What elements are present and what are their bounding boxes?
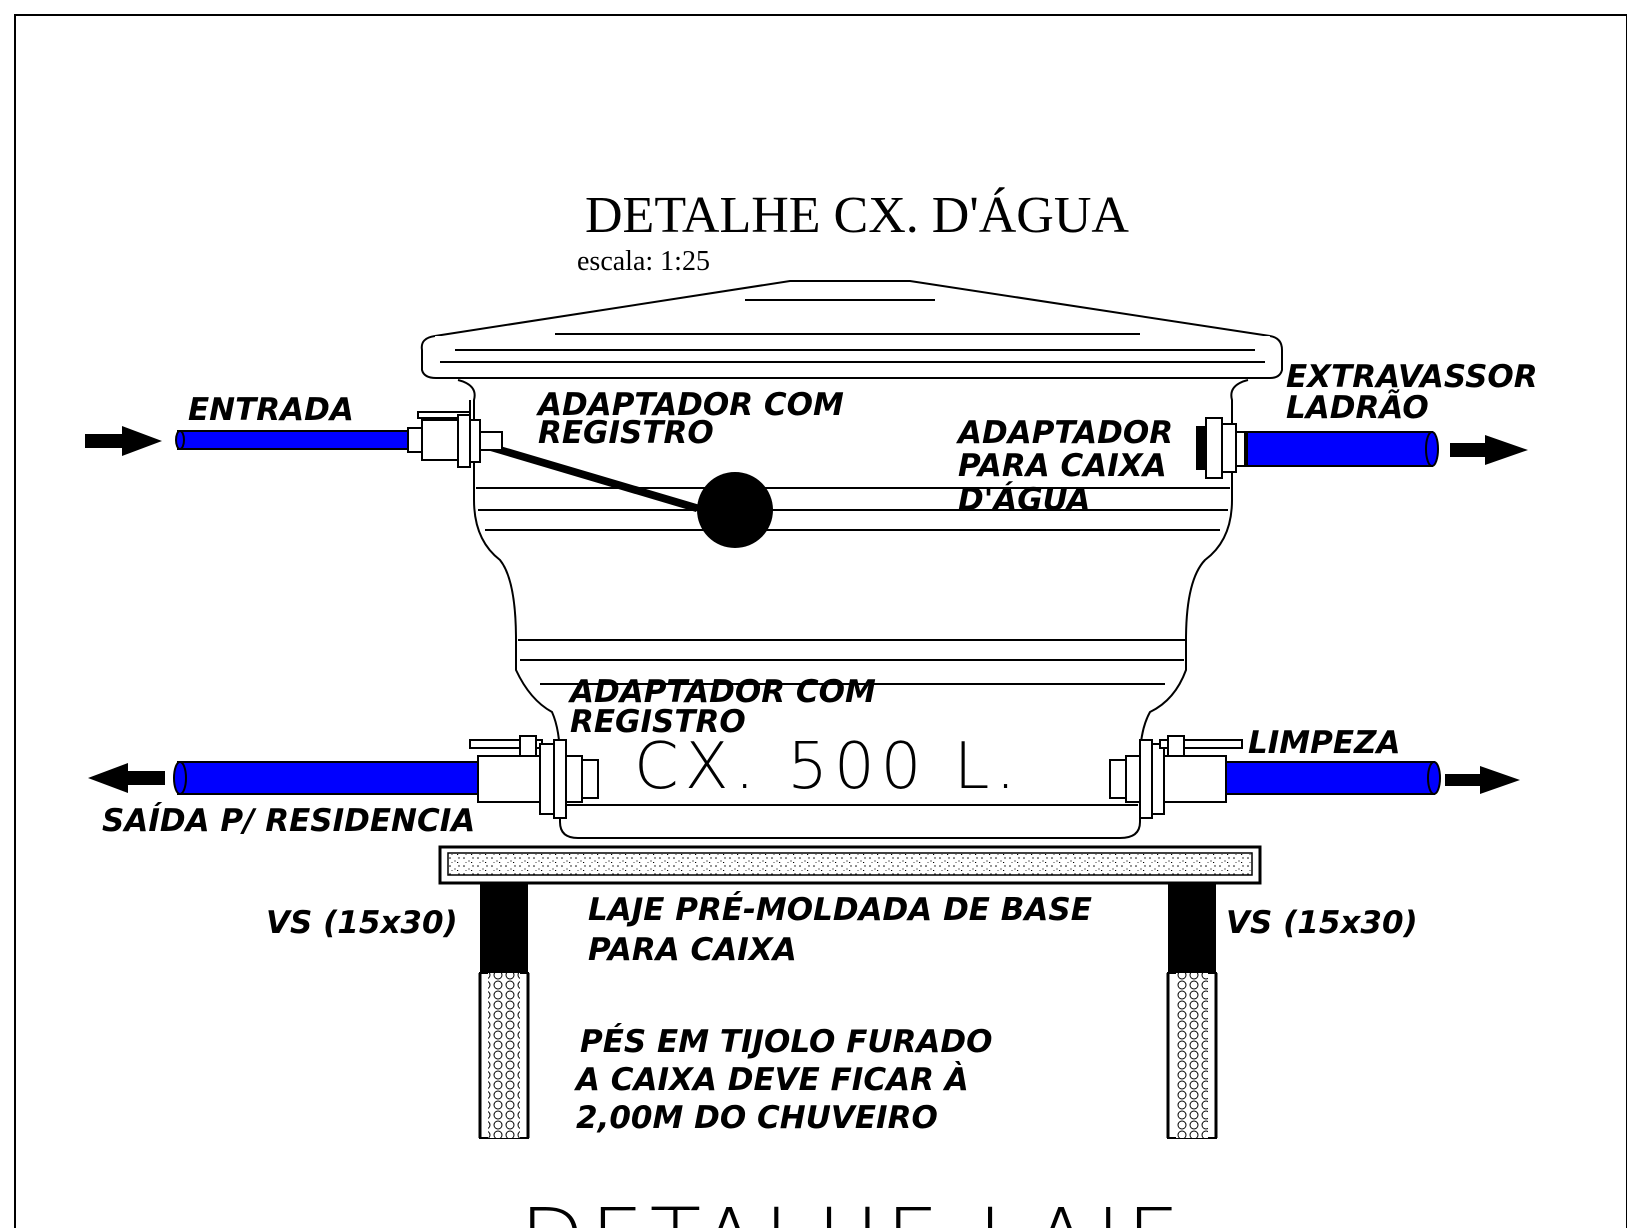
cleaning-arrow-icon [1445, 766, 1520, 794]
overflow-pipe [1196, 417, 1439, 479]
inlet-arrow-icon [85, 426, 162, 456]
bottom-section-title: DETALHE LAJE [520, 1190, 1186, 1228]
label-adaptador-registro-bottom-1: ADAPTADOR COM [567, 674, 876, 710]
right-column [1166, 883, 1218, 1139]
label-extravassor-1: EXTRAVASSOR [1286, 359, 1538, 395]
label-adaptador-caixa-2: PARA CAIXA [958, 448, 1167, 484]
label-saida: SAÍDA P/ RESIDENCIA [102, 803, 475, 839]
outlet-pipe [173, 735, 599, 819]
inlet-pipe [175, 400, 503, 468]
label-adaptador-caixa-1: ADAPTADOR [955, 415, 1173, 451]
label-adaptador-registro-top-1: ADAPTADOR COM [535, 387, 844, 423]
label-adaptador-caixa-3: D'ÁGUA [958, 482, 1090, 518]
scale-label: escala: 1:25 [577, 246, 710, 277]
drawing-title: DETALHE CX. D'ÁGUA [585, 186, 1129, 244]
label-pes-1: PÉS EM TIJOLO FURADO [580, 1024, 993, 1060]
tank-body [457, 379, 1249, 839]
label-laje-1: LAJE PRÉ-MOLDADA DE BASE [588, 892, 1092, 928]
label-adaptador-registro-bottom-2: REGISTRO [570, 704, 746, 740]
drawing-border [14, 14, 1627, 1228]
cleaning-pipe [1109, 735, 1441, 819]
tank-lid [420, 280, 1283, 379]
label-vs-left: VS (15x30) [266, 905, 458, 941]
label-pes-2: A CAIXA DEVE FICAR À [573, 1062, 969, 1098]
label-vs-right: VS (15x30) [1226, 905, 1418, 941]
label-limpeza: LIMPEZA [1248, 725, 1401, 761]
overflow-arrow-icon [1450, 435, 1528, 465]
label-pes-3: 2,00M DO CHUVEIRO [576, 1100, 938, 1136]
label-adaptador-registro-top-2: REGISTRO [538, 415, 714, 451]
label-entrada: ENTRADA [188, 392, 354, 428]
label-laje-2: PARA CAIXA [588, 932, 797, 968]
outlet-arrow-icon [88, 763, 165, 793]
label-extravassor-2: LADRÃO [1286, 389, 1429, 426]
precast-slab [438, 845, 1262, 885]
float-valve [470, 440, 773, 548]
tank-capacity-label: CX. 500 L. [634, 730, 1022, 804]
left-column [478, 883, 530, 1139]
